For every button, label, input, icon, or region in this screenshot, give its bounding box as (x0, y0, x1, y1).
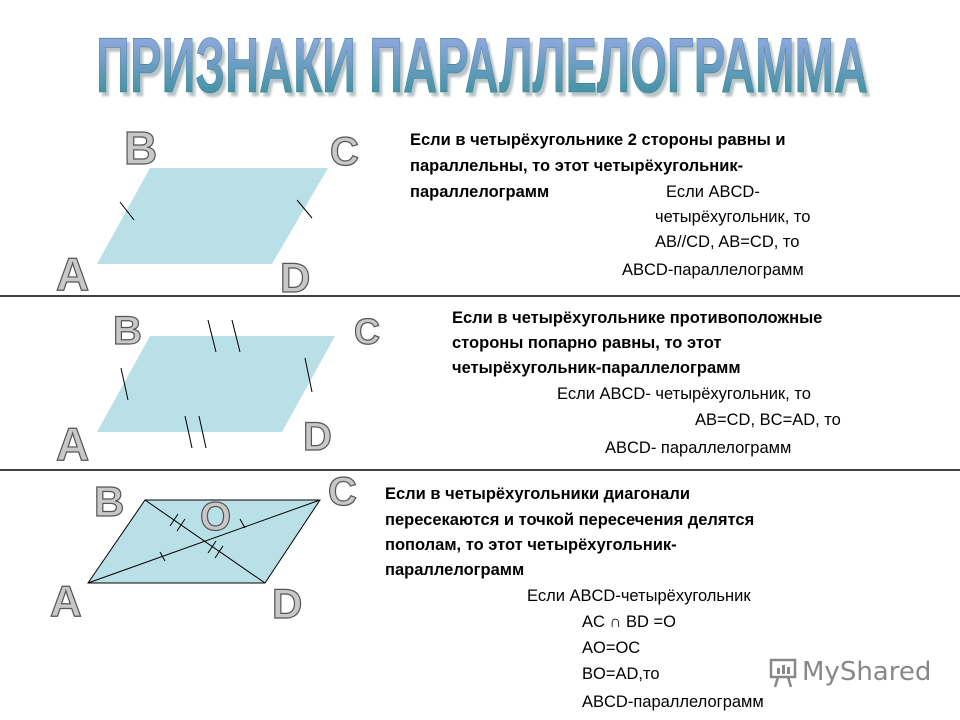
theorem-1-line: Если в четырёхугольнике 2 стороны равны … (410, 131, 786, 149)
vertex-label-d: D (272, 580, 302, 627)
vertex-label-a: A (56, 418, 89, 470)
proof-3-line: AO=OC (582, 639, 641, 657)
vertex-label-a: A (56, 248, 89, 300)
vertex-label-c: C (354, 311, 380, 352)
vertex-label-b: B (94, 478, 124, 525)
vertex-label-c: C (330, 130, 359, 174)
tick-mark (231, 319, 241, 353)
theorem-2-line: четырёхугольник-параллелограмм (452, 359, 741, 377)
tick-mark (120, 367, 129, 401)
presentation-board-icon (769, 658, 797, 688)
tick-mark (119, 201, 135, 221)
watermark-text: MyShared (802, 657, 932, 687)
vertex-label-o: O (200, 495, 231, 539)
theorem-3-line: Если в четырёхугольники диагонали (385, 485, 690, 503)
theorem-1-line: параллельны, то этот четырёхугольник- (410, 157, 744, 175)
tick-marks (159, 513, 246, 562)
theorem-3-line: пересекаются и точкой пересечения делятс… (385, 511, 755, 529)
slide-title: ПРИЗНАКИ ПАРАЛЛЕЛОГРАММА (96, 21, 868, 109)
proof-3-line: ABCD-параллелограмм (582, 693, 764, 711)
proof-1-line: Если ABCD- (666, 183, 760, 201)
diagonal-ac (87, 499, 321, 584)
vertex-label-c: C (328, 470, 357, 514)
proof-1-line: четырёхугольник, то (655, 208, 811, 226)
proof-3-line: BO=AD,то (582, 665, 660, 683)
proof-2-line: Если ABCD- четырёхугольник, то (557, 385, 811, 403)
vertex-label-d: D (280, 254, 310, 301)
proof-3-line: AC ∩ BD =O (582, 613, 676, 631)
proof-2-line: ABCD- параллелограмм (605, 439, 792, 457)
theorem-1-line: параллелограмм (410, 183, 550, 201)
vertex-label-b: B (124, 122, 157, 174)
proof-1-line: ABCD-параллелограмм (622, 261, 804, 279)
theorem-3-line: пополам, то этот четырёхугольник- (385, 536, 677, 554)
theorem-3-line: параллелограмм (385, 561, 525, 579)
vertex-label-d: D (303, 415, 332, 459)
proof-3-line: Если ABCD-четырёхугольник (527, 587, 751, 605)
tick-mark (296, 199, 313, 219)
vertex-label-b: B (113, 309, 142, 353)
tick-mark (304, 357, 313, 393)
watermark: MyShared (768, 656, 931, 688)
proof-1-line: AB//CD, AB=CD, то (655, 233, 800, 251)
tick-mark (207, 319, 217, 353)
diagonal-bd (144, 499, 266, 584)
vertex-label-a: A (50, 577, 82, 626)
proof-2-line: AB=CD, BC=AD, то (695, 411, 841, 429)
tick-mark (184, 415, 193, 449)
parallelogram-1 (97, 168, 328, 264)
tick-mark (198, 415, 207, 449)
theorem-2-line: стороны попарно равны, то этот (452, 334, 722, 352)
theorem-2-line: Если в четырёхугольнике противоположные (452, 309, 823, 327)
parallelogram-2 (97, 336, 335, 432)
